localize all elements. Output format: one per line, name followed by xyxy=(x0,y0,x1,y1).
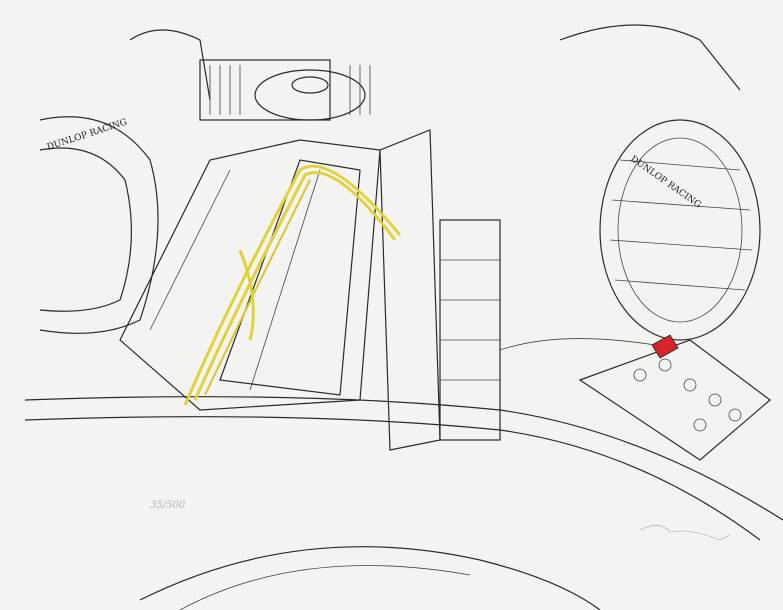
battery-terminal xyxy=(651,334,679,359)
engine-block xyxy=(119,59,501,451)
ignition-leads xyxy=(183,164,402,406)
battery xyxy=(499,334,771,461)
signature xyxy=(639,525,731,541)
left-wheel: DUNLOP RACING xyxy=(39,116,159,334)
bodywork xyxy=(24,24,783,610)
carburettor-stack xyxy=(379,129,501,451)
right-wheel: DUNLOP RACING xyxy=(599,119,761,341)
edition-number: 35/500 xyxy=(150,500,186,511)
tire-label-left: DUNLOP RACING xyxy=(46,117,129,152)
